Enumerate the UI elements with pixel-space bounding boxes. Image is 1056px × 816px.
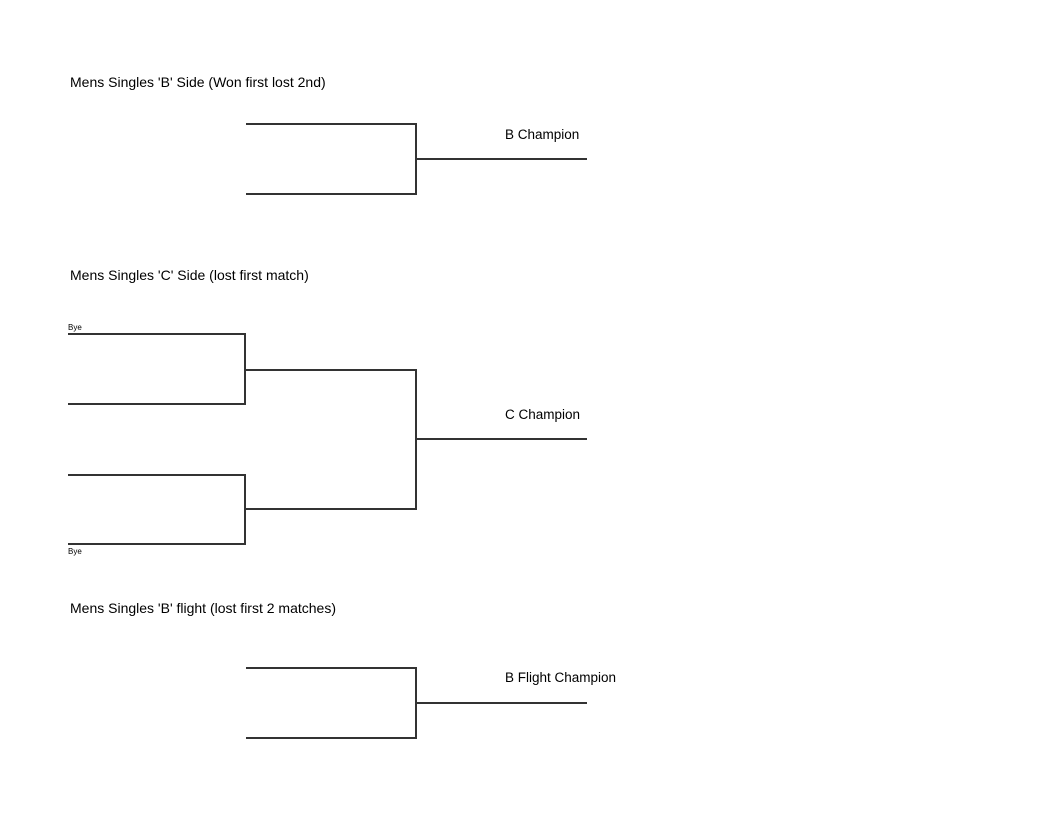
c-side-round1-lower-bottom-line — [68, 543, 246, 545]
bye-label-top: Bye — [68, 323, 82, 332]
c-side-final-bottom-line — [244, 508, 417, 510]
section-title-c-side: Mens Singles 'C' Side (lost first match) — [70, 267, 309, 283]
b-side-winner-line — [415, 158, 587, 160]
c-side-final-top-line — [244, 369, 417, 371]
section-title-b-flight: Mens Singles 'B' flight (lost first 2 ma… — [70, 600, 336, 616]
section-title-b-side: Mens Singles 'B' Side (Won first lost 2n… — [70, 74, 326, 90]
c-side-round1-lower-top-line — [68, 474, 246, 476]
b-flight-match-bottom-line — [246, 737, 417, 739]
b-flight-winner-line — [415, 702, 587, 704]
champion-label-b-flight: B Flight Champion — [505, 670, 617, 685]
b-side-match-top-line — [246, 123, 417, 125]
champion-label-b: B Champion — [505, 127, 580, 142]
c-side-winner-line — [415, 438, 587, 440]
champion-label-c: C Champion — [505, 407, 581, 422]
b-flight-match-top-line — [246, 667, 417, 669]
b-side-match-bottom-line — [246, 193, 417, 195]
c-side-round1-upper-bottom-line — [68, 403, 246, 405]
c-side-round1-upper-top-line — [68, 333, 246, 335]
bye-label-bottom: Bye — [68, 547, 82, 556]
